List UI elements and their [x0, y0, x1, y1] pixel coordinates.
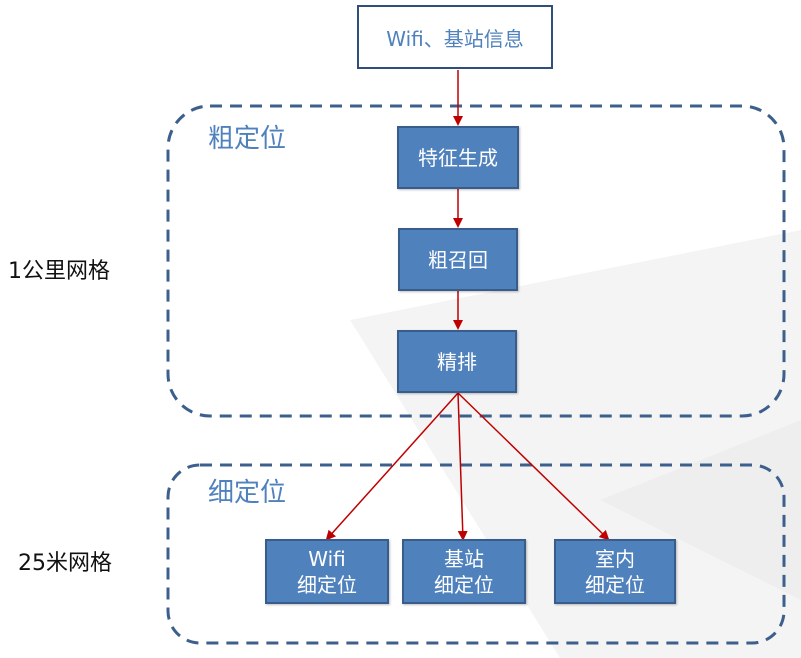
cell-fine-location-node: 基站 细定位 — [402, 539, 526, 604]
coarse-recall-label: 粗召回 — [428, 247, 488, 272]
source-node: Wifi、基站信息 — [357, 5, 553, 69]
source-node-label: Wifi、基站信息 — [386, 26, 524, 51]
coarse-group-title: 粗定位 — [208, 124, 287, 154]
cell-fine-location-line1: 基站 — [444, 546, 484, 571]
fine-group-border — [166, 463, 786, 645]
cell-fine-location-line2: 细定位 — [434, 572, 494, 597]
feature-generation-node: 特征生成 — [397, 126, 519, 189]
coarse-recall-node: 粗召回 — [398, 228, 518, 291]
fine-scale-label: 25米网格 — [18, 551, 112, 576]
arrow-rank-to-indoor — [457, 392, 610, 541]
wifi-fine-location-node: Wifi 细定位 — [265, 539, 389, 604]
feature-generation-label: 特征生成 — [418, 145, 498, 170]
indoor-fine-location-node: 室内 细定位 — [554, 539, 676, 604]
fine-ranking-label: 精排 — [437, 349, 477, 374]
fine-group-title: 细定位 — [208, 478, 287, 508]
arrow-rank-to-wifi — [325, 392, 459, 541]
coarse-scale-label: 1公里网格 — [8, 259, 110, 284]
fine-ranking-node: 精排 — [397, 330, 517, 393]
wifi-fine-location-line1: Wifi — [308, 546, 346, 571]
arrow-rank-to-cell — [457, 392, 468, 541]
wifi-fine-location-line2: 细定位 — [297, 572, 357, 597]
indoor-fine-location-line2: 细定位 — [585, 572, 645, 597]
coarse-group-border — [166, 104, 786, 418]
indoor-fine-location-line1: 室内 — [595, 546, 635, 571]
